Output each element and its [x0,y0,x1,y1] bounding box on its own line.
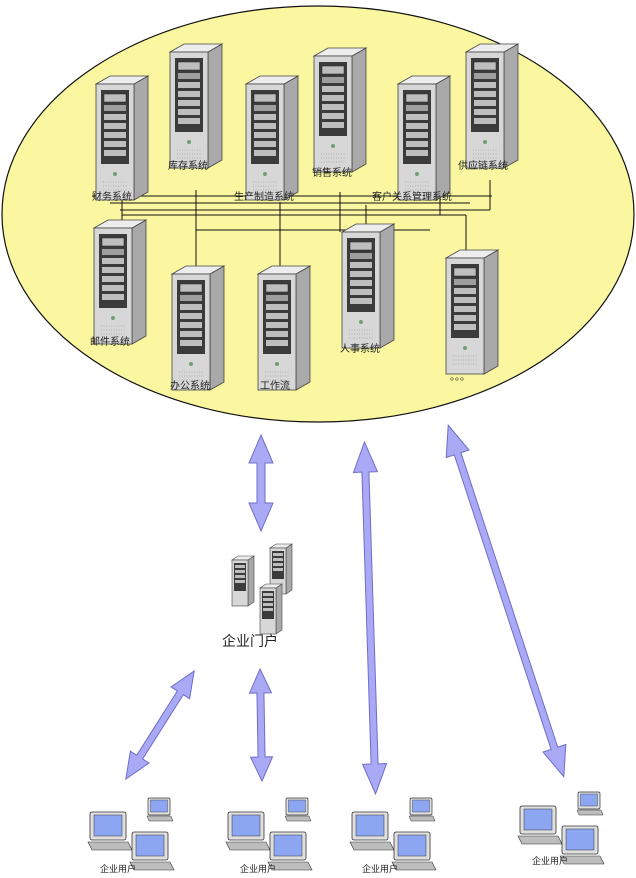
server-mail-icon [93,219,147,345]
server-more-icon [445,249,499,375]
server-supply-chain-icon [465,43,519,169]
server-sales-icon [313,47,367,173]
portal-label: 企业门户 [222,634,278,650]
user-group-3-icon [350,798,436,870]
portal-servers-icon [231,543,293,635]
label-more: 。。。 [450,372,470,383]
user-group-1-icon [88,798,174,870]
label-production: 生产制造系统 [234,192,294,203]
user-group-2-label: 企业用户 [240,865,277,875]
label-inventory: 库存系统 [168,161,208,172]
label-workflow: 工作流 [260,381,290,392]
label-supply-chain: 供应链系统 [458,161,508,172]
arrow-portal-to-users2 [248,667,274,783]
label-mail: 邮件系统 [90,337,130,348]
arrow-portal-to-users1 [125,669,195,781]
server-office-icon [171,265,225,391]
server-crm-icon [397,75,451,201]
user-group-4-icon [518,792,604,864]
label-finance: 财务系统 [92,192,132,203]
label-hr: 人事系统 [340,344,380,355]
arrow-ellipse-to-portal [248,433,274,533]
label-office: 办公系统 [170,381,210,392]
user-group-2-icon [226,798,312,870]
server-hr-icon [341,223,395,349]
server-workflow-icon [257,265,311,391]
user-group-3-label: 企业用户 [362,865,399,875]
server-finance-icon [95,75,149,201]
server-production-icon [245,75,299,201]
arrow-ellipse-to-users3 [352,440,388,796]
user-group-1-label: 企业用户 [100,865,137,875]
user-group-4-label: 企业用户 [532,857,569,867]
server-inventory-icon [169,43,223,169]
label-crm: 客户关系管理系统 [372,192,452,203]
label-sales: 销售系统 [312,168,352,179]
arrow-ellipse-to-users4 [445,423,567,779]
